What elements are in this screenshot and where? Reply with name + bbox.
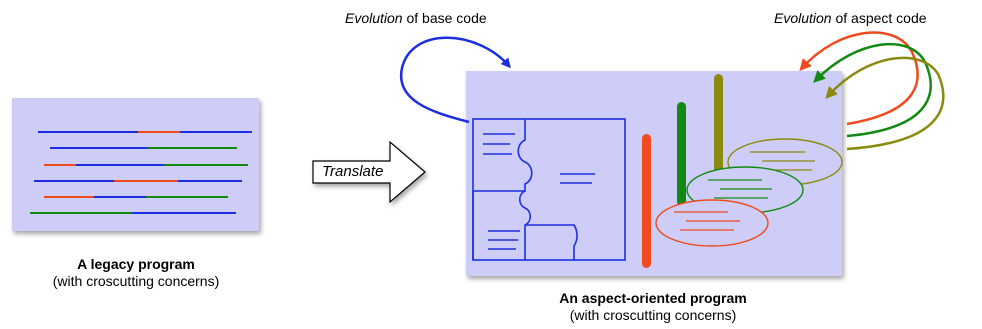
red-aspect-module	[655, 199, 769, 247]
red-evolution-arrow	[799, 31, 919, 126]
base-code-lines	[483, 133, 595, 250]
green-aspect-bar	[677, 102, 686, 206]
aspect-program-panel	[466, 71, 843, 276]
evolution-base-emphasis: Evolution	[345, 10, 403, 26]
translate-arrow	[312, 140, 426, 204]
legacy-program-title: A legacy program	[77, 256, 195, 272]
olive-evolution-arrow	[825, 56, 945, 151]
evolution-base-label: Evolution of base code	[345, 10, 487, 26]
legacy-program-subtitle: (with croscutting concerns)	[52, 273, 220, 289]
base-evolution-arrow	[399, 36, 511, 124]
evolution-aspect-label: Evolution of aspect code	[774, 10, 927, 26]
evolution-base-text: of base code	[402, 10, 487, 26]
legacy-program-panel	[12, 98, 259, 231]
aspect-bars	[642, 74, 723, 268]
evolution-aspect-text: of aspect code	[831, 10, 927, 26]
legacy-code-lines	[30, 131, 252, 214]
base-code-puzzle	[472, 118, 626, 261]
aspect-program-title: An aspect-oriented program	[559, 290, 747, 306]
translate-label: Translate	[322, 163, 384, 180]
aspect-program-subtitle: (with croscutting concerns)	[569, 307, 737, 323]
evolution-aspect-emphasis: Evolution	[774, 10, 832, 26]
olive-aspect-bar	[714, 74, 723, 174]
red-aspect-bar	[642, 134, 651, 268]
